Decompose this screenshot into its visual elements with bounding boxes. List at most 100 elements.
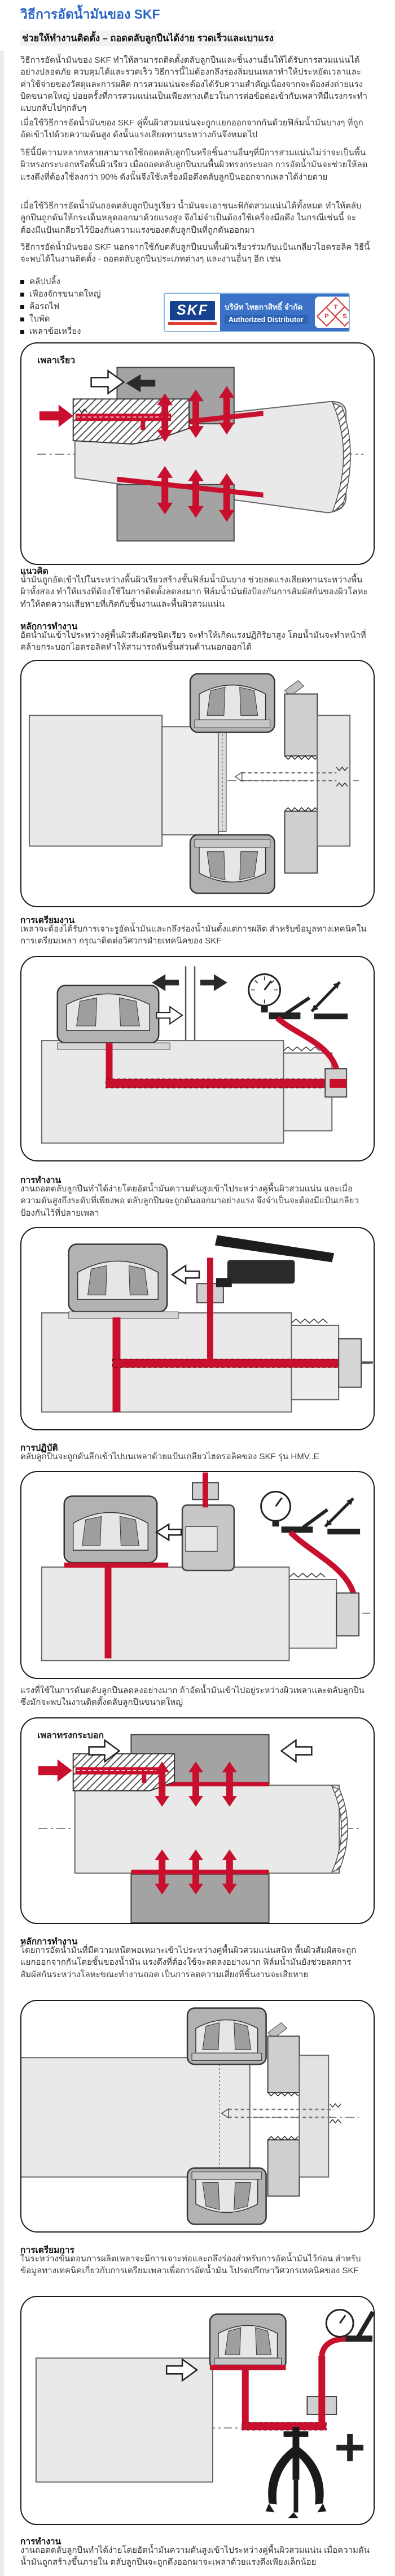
adapter-sleeve — [218, 729, 227, 832]
skf-red-stripe — [168, 321, 217, 325]
distributor-text: บริษัท ไทยกาสิทธิ์ จำกัด Authorized Dist… — [220, 294, 312, 331]
hand-pump-icon — [345, 2310, 374, 2342]
diagram-hydraulic-nut — [20, 1471, 375, 1679]
intro-paragraph-4: เมื่อใช้วิธีการอัดน้ำมันถอดตลับลูกปืนรูเ… — [20, 201, 362, 235]
applications-list: คลัปปลิ้ง เฟืองจักรขนาดใหญ่ ล้อรถไฟ ใบพั… — [20, 276, 161, 338]
bearing — [63, 1495, 158, 1564]
section-heading: แนวคิด — [20, 567, 49, 576]
diagram-tapered-shaft: เพลาเรียว — [20, 342, 375, 565]
pressure-arrows-top — [157, 386, 235, 442]
hand-pump-icon — [214, 1235, 335, 1287]
pump-valve-icon — [269, 981, 348, 1020]
oil-duct — [112, 1359, 339, 1368]
skf-logo: SKF — [165, 294, 220, 331]
oil-film — [209, 2365, 286, 2370]
shaft — [41, 1040, 284, 1144]
shaft-end — [283, 1052, 333, 1132]
list-item-label: ใบพัด — [29, 314, 50, 324]
square-bullet-icon — [20, 329, 24, 334]
pressure-arrows-bottom — [157, 465, 235, 522]
page-subtitle-wrap: ช่วยให้ทำงานติดตั้ง – ถอดตลับลูกปืนได้ง่… — [20, 31, 370, 46]
list-item-label: คลัปปลิ้ง — [29, 277, 60, 286]
thread-zigzag — [284, 755, 319, 760]
oil-riser — [142, 1774, 147, 1783]
diagram-bearing-assembly — [20, 660, 375, 907]
page-left-edge — [0, 51, 4, 2576]
bearing-assembly-illustration — [28, 673, 359, 894]
pressure-arrows-top — [155, 1761, 237, 1807]
square-bullet-icon — [20, 304, 24, 309]
note-paragraph: แรงที่ใช้ในการดันตลับลูกปืนลดลงอย่างมาก … — [20, 1686, 365, 1708]
collar — [317, 715, 351, 847]
bearing-top — [186, 2007, 267, 2065]
section-body: ในระหว่างขั้นตอนการผลิตเพลาจะมีการเจาะท่… — [20, 2254, 361, 2276]
skf-wordmark: SKF — [170, 301, 215, 320]
duct-pointer — [234, 771, 243, 782]
reaction-arrow-icon — [126, 374, 156, 393]
bearing-top — [189, 673, 275, 733]
axial-arrow-left-icon — [152, 974, 179, 991]
pump-valve-icon — [281, 1497, 361, 1535]
section-body: น้ำมันถูกอัดเข้าไปในระหว่างพื้นผิวเรียวส… — [20, 575, 368, 609]
pressure-arrows-bottom — [155, 1849, 237, 1895]
lock-nut-top — [267, 2035, 300, 2094]
lock-nut-bottom — [284, 810, 318, 874]
list-item: ล้อรถไฟ — [20, 301, 161, 313]
dismounting-puller-illustration — [35, 2309, 374, 2518]
bearing-top — [209, 2313, 287, 2370]
oil-film — [64, 1563, 169, 1568]
bearing — [56, 985, 160, 1044]
oil-duct — [106, 1078, 333, 1089]
thread-zigzag — [284, 807, 319, 812]
pressure-gauge-icon — [248, 973, 282, 1013]
dismount-arrow-icon — [170, 1264, 200, 1285]
pressure-gauge-icon — [325, 2309, 354, 2338]
square-bullet-icon — [20, 280, 24, 284]
collar — [299, 2055, 330, 2178]
end-nut — [338, 1338, 362, 1388]
bearing-bottom — [189, 834, 275, 894]
section-body: อัดน้ำมันเข้าไประหว่างคู่พื้นผิวสัมผัสชน… — [20, 630, 366, 652]
oil-film-bottom — [131, 1869, 269, 1874]
square-bullet-icon — [20, 317, 24, 321]
sleeve — [68, 1311, 179, 1319]
diagram-cylindrical-shaft: เพลาทรงกระบอก — [20, 1717, 375, 1924]
dismount-arrow-icon — [165, 2357, 199, 2382]
oil-hose — [288, 1530, 359, 1606]
threaded-plug — [329, 2103, 341, 2124]
hmv-hydraulic-nut — [181, 1472, 235, 1572]
lock-nut-top — [284, 693, 318, 757]
company-name: บริษัท ไทยกาสิทธิ์ จำกัด — [225, 303, 303, 311]
shaft — [28, 715, 163, 847]
diagram-bearing-locknut — [20, 2000, 375, 2233]
axial-arrow-right-icon — [200, 974, 227, 991]
mount-direction-arrow-icon — [90, 369, 125, 395]
hub-lower — [116, 484, 235, 542]
threaded-plug — [336, 766, 348, 787]
thread-zigzag — [75, 408, 88, 414]
diagram-oil-injection-prep — [20, 956, 375, 1161]
intro-paragraph-3: วิธีนี้มีความหลากหลายสามารถใช้ถอดตลับลูก… — [20, 148, 368, 182]
oil-hose — [275, 1016, 339, 1070]
section-heading: หลักการทำงาน — [20, 622, 78, 632]
section-heading: การทำงาน — [20, 2537, 62, 2547]
intro-paragraph-2: เมื่อใช้วิธีการอัดน้ำมันของ SKF คู่พื้นผ… — [20, 118, 363, 140]
thread-zigzag — [288, 1573, 326, 1578]
list-item: ใบพัด — [20, 313, 161, 325]
oil-riser — [141, 420, 146, 430]
section-body: งานถอดตลับลูกปืนทำได้ง่ายโดยอัดน้ำมันควา… — [20, 1184, 359, 1218]
thread-zigzag — [267, 2092, 299, 2097]
supply-pipe — [318, 2356, 326, 2428]
plus-icon — [336, 2434, 364, 2461]
pts-badge: P T S — [314, 297, 349, 328]
oil-inject-arrow-icon — [38, 1759, 72, 1782]
list-item-label: เฟืองจักรขนาดใหญ่ — [29, 289, 101, 299]
pressure-gauge-icon — [260, 1490, 291, 1527]
section-heading: การเตรียมการ — [20, 2246, 74, 2255]
drive-up-arrow-icon — [155, 1523, 182, 1542]
bearing-locknut-illustration — [21, 2007, 359, 2225]
lock-nut-bottom — [267, 2139, 300, 2197]
section-body: โดยการอัดน้ำมันที่มีความหนืดพอเหมาะเข้าไ… — [20, 1946, 357, 1979]
shaft-step — [161, 726, 219, 836]
section-body: งานถอดตลับลูกปืนทำได้ง่ายโดยอัดน้ำมันควา… — [20, 2545, 370, 2568]
